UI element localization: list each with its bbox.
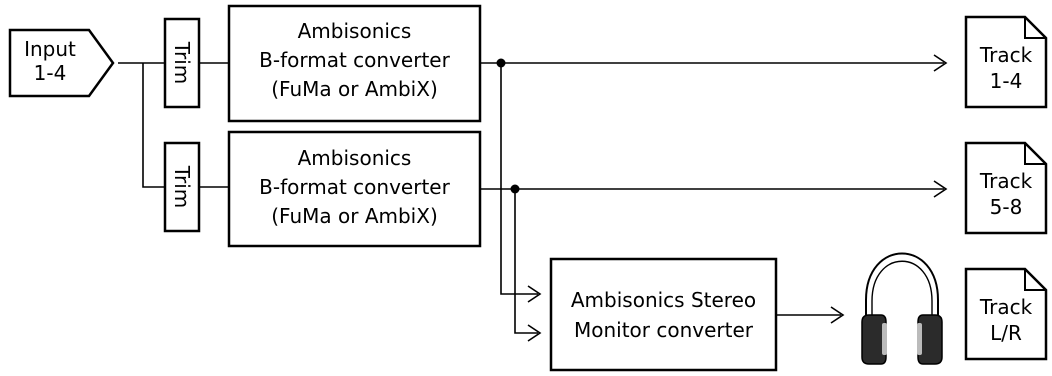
monitor-converter-line1: Ambisonics Stereo [571, 288, 756, 312]
track-doc-1-4: Track 1-4 [964, 15, 1048, 109]
converter-bottom-line1: Ambisonics [298, 146, 412, 170]
arrowhead-monitor-top [527, 285, 542, 303]
monitor-converter-block: Ambisonics Stereo Monitor converter [549, 257, 778, 372]
trim-block-bottom: Trim [163, 141, 201, 233]
arrowhead-monitor-bottom [527, 324, 542, 342]
monitor-converter-line2: Monitor converter [574, 318, 754, 342]
earcup-left-highlight [882, 323, 887, 355]
track-doc-lr: Track L/R [964, 267, 1048, 361]
headband-outer [865, 252, 939, 324]
input-label-line2: 1-4 [34, 61, 67, 85]
converter-bottom-box [227, 130, 482, 248]
track-1-4-line1: Track [979, 43, 1033, 67]
track-lr-line2: L/R [990, 321, 1022, 345]
track-5-8-line1: Track [979, 169, 1033, 193]
headphones-icon [861, 252, 943, 365]
converter-block-bottom: Ambisonics B-format converter (FuMa or A… [227, 130, 482, 248]
input-shape [8, 28, 115, 98]
converter-bottom-line3: (FuMa or AmbiX) [271, 204, 438, 228]
converter-top-box [227, 4, 482, 123]
track-lr-line1: Track [979, 295, 1033, 319]
earcup-right-highlight [917, 323, 922, 355]
arrowhead-headphones [830, 306, 845, 324]
trim-top-label: Trim [170, 41, 194, 85]
converter-bottom-line2: B-format converter [259, 175, 450, 199]
converter-block-top: Ambisonics B-format converter (FuMa or A… [227, 4, 482, 123]
track-doc-5-8: Track 5-8 [964, 141, 1048, 235]
arrowhead-track-5-8 [933, 180, 948, 198]
track-doc-5-8-shape [964, 141, 1048, 235]
trim-top-box [163, 17, 201, 109]
trim-bottom-label: Trim [170, 165, 194, 209]
monitor-converter-box [549, 257, 778, 372]
input-node: Input 1-4 [8, 28, 115, 98]
wire-bottom-to-monitor [514, 189, 538, 334]
headband-inner [871, 260, 933, 322]
wire-split-down [142, 63, 165, 188]
track-doc-lr-shape [964, 267, 1048, 361]
arrowheads [527, 54, 948, 342]
trim-bottom-box [163, 141, 201, 233]
converter-top-line1: Ambisonics [298, 19, 412, 43]
trim-block-top: Trim [163, 17, 201, 109]
signal-wires [118, 62, 944, 334]
arrowhead-track-1-4 [933, 54, 948, 72]
earcup-left [861, 314, 887, 365]
track-5-8-line2: 5-8 [990, 195, 1023, 219]
earcup-right [917, 314, 943, 365]
junction-dot-bottom [510, 184, 520, 194]
track-doc-lr-fold [1024, 269, 1046, 291]
track-doc-1-4-shape [964, 15, 1048, 109]
track-doc-1-4-fold [1024, 17, 1046, 39]
converter-top-line3: (FuMa or AmbiX) [271, 77, 438, 101]
junction-dot-top [496, 58, 506, 68]
track-1-4-line2: 1-4 [990, 69, 1023, 93]
converter-top-line2: B-format converter [259, 48, 450, 72]
wire-top-to-monitor [500, 63, 538, 295]
track-doc-5-8-fold [1024, 143, 1046, 165]
input-label-line1: Input [24, 37, 76, 61]
